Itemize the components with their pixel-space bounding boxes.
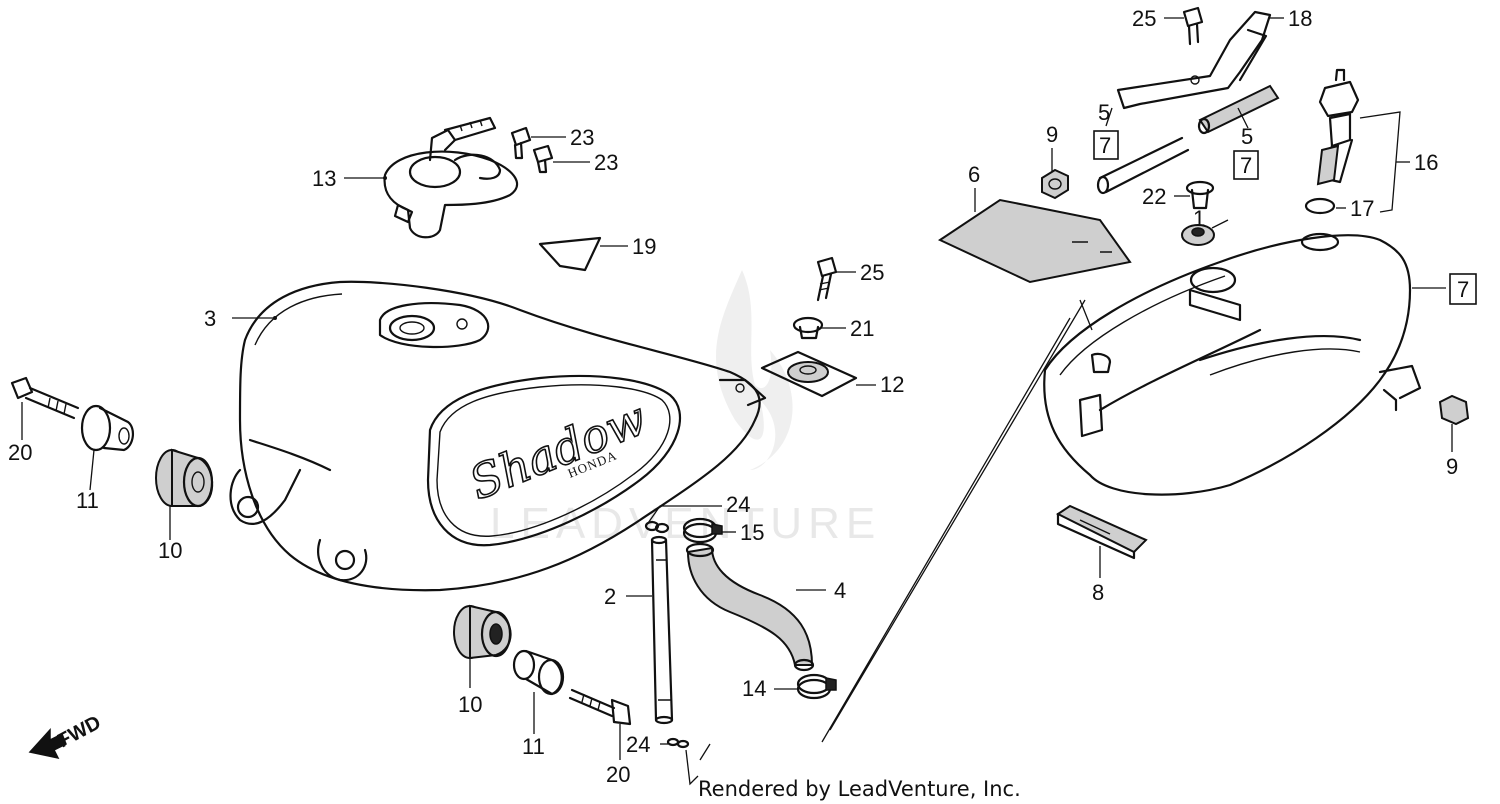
leader-lines: [21, 17, 1453, 786]
callout-17: 17: [1350, 196, 1374, 221]
callout-11a: 11: [76, 488, 99, 513]
collar-11b: [512, 649, 565, 696]
clip-24b: [666, 737, 690, 749]
callout-9b: 9: [1446, 454, 1458, 479]
callout-18: 18: [1288, 6, 1312, 31]
callout-9a: 9: [1046, 122, 1058, 147]
reserve-tank: [1043, 232, 1422, 496]
bolt-20b: [568, 688, 632, 726]
breather-tube: [650, 535, 674, 725]
forward-arrow-icon: [28, 728, 67, 760]
callout-25b: 25: [1132, 6, 1156, 31]
collar-11a: [80, 404, 134, 452]
callout-5a: 5: [1098, 100, 1110, 125]
watermark: LEADVENTURE: [490, 270, 881, 548]
boxed-ref-7a: 7: [1099, 133, 1111, 158]
tube-5a: [1096, 136, 1190, 195]
tank-script-logo: Shadow: [462, 391, 654, 510]
callout-20b: 20: [606, 762, 630, 787]
hose-clamp-14: [796, 673, 837, 700]
callout-24a: 24: [726, 492, 750, 517]
callout-1: 1: [1193, 206, 1205, 231]
cushion-10b: [453, 604, 512, 660]
callout-20a: 20: [8, 440, 32, 465]
callout-24b: 24: [626, 732, 650, 757]
nut-9b: [1438, 394, 1470, 426]
callout-8: 8: [1092, 580, 1104, 605]
callout-14: 14: [742, 676, 766, 701]
bolt-25a: [816, 256, 838, 302]
bolt-23a: [510, 126, 532, 160]
callout-2: 2: [604, 584, 616, 609]
fwd-label: FWD: [54, 712, 105, 753]
boxed-ref-7c: 7: [1457, 277, 1469, 302]
callout-21: 21: [850, 316, 874, 341]
callout-4: 4: [834, 578, 846, 603]
boxed-refs: 7 7 7: [1093, 130, 1477, 305]
callout-16: 16: [1414, 150, 1438, 175]
fuel-hose: [685, 542, 815, 672]
callout-23b: 23: [594, 150, 618, 175]
collar-21: [792, 316, 824, 340]
collar-22: [1185, 180, 1215, 210]
nut-9a: [1041, 168, 1069, 200]
fuel-valve-16: [1316, 68, 1360, 186]
decal: [538, 236, 602, 272]
bracket-18: [1116, 10, 1272, 110]
watermark-text: LEADVENTURE: [490, 499, 881, 548]
mount-plate-12: [760, 350, 858, 398]
rubber-8: [1056, 504, 1148, 560]
credit-text: Rendered by LeadVenture, Inc.: [698, 777, 1021, 801]
bolt-25b: [1182, 6, 1204, 46]
forward-arrow: FWD: [28, 712, 105, 760]
washer-17: [1304, 197, 1336, 215]
callout-10a: 10: [158, 538, 182, 563]
hose-clamp-15: [682, 517, 723, 544]
callout-15: 15: [740, 520, 764, 545]
callout-6: 6: [968, 162, 980, 187]
callout-5b: 5: [1241, 124, 1253, 149]
bolt-23b: [532, 144, 554, 174]
callout-12: 12: [880, 372, 904, 397]
callout-10b: 10: [458, 692, 482, 717]
callouts: 1 2 3 4 5 5 6 8 9 9 10 10 11 11 12 13 14…: [8, 6, 1458, 787]
grommet-1: [1181, 224, 1215, 246]
fuel-cap: [383, 116, 518, 239]
callout-25a: 25: [860, 260, 884, 285]
boxed-ref-7b: 7: [1240, 153, 1252, 178]
callout-23a: 23: [570, 125, 594, 150]
cushion-10a: [155, 448, 214, 508]
seat-pad-6: [937, 198, 1132, 284]
callout-22: 22: [1142, 184, 1166, 209]
callout-11b: 11: [522, 734, 545, 759]
callout-13: 13: [312, 166, 336, 191]
callout-19: 19: [632, 234, 656, 259]
callout-3: 3: [204, 306, 216, 331]
bolt-20a: [10, 376, 80, 420]
